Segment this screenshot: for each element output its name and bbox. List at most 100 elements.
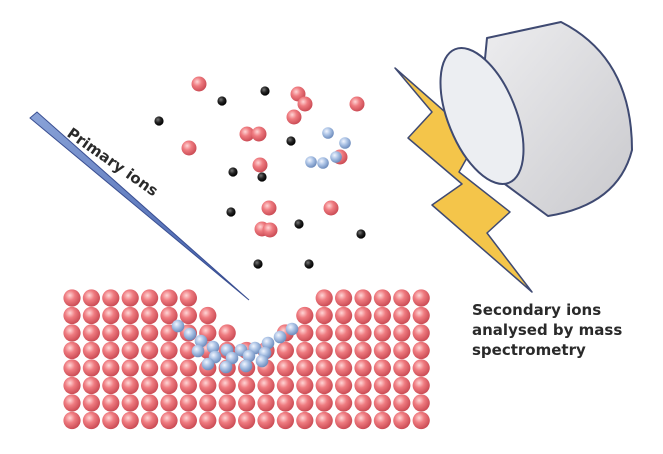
sputtered-neutral-particle — [228, 167, 238, 177]
substrate-atom — [354, 341, 372, 360]
substrate-atom — [335, 341, 353, 360]
substrate-atom — [63, 359, 81, 377]
substrate-atom — [121, 394, 139, 412]
substrate-atom — [393, 341, 411, 360]
substrate-atom — [141, 376, 159, 395]
substrate-atom — [82, 359, 100, 377]
substrate-atom — [199, 394, 217, 412]
substrate-atom — [141, 324, 159, 342]
substrate-atom — [102, 376, 120, 395]
substrate-atom — [315, 324, 333, 342]
implanted-atom — [219, 360, 233, 374]
substrate-atom — [63, 411, 81, 430]
implanted-atoms — [171, 319, 299, 374]
implanted-atom — [285, 322, 299, 336]
substrate-atom — [141, 411, 159, 430]
substrate-atom — [412, 411, 430, 430]
sputtered-neutral-particle — [226, 207, 236, 217]
substrate-atom — [412, 376, 430, 395]
substrate-atom — [141, 359, 159, 377]
substrate-atom — [335, 394, 353, 412]
substrate-atom — [82, 394, 100, 412]
substrate-atom — [393, 306, 411, 325]
substrate-atom — [354, 359, 372, 377]
substrate-atom — [296, 324, 314, 342]
sputtered-substrate-ion — [323, 200, 339, 216]
sputtered-substrate-ion — [181, 140, 197, 156]
substrate-atom — [63, 376, 81, 395]
sputtered-implant-ion — [339, 137, 351, 149]
substrate-atom — [393, 324, 411, 342]
mass-spectrometer — [439, 21, 633, 217]
substrate-atom — [63, 394, 81, 412]
substrate-atom — [276, 359, 294, 377]
implanted-atom — [171, 319, 185, 333]
substrate-atom — [179, 306, 197, 325]
substrate-atom — [315, 376, 333, 395]
sputtered-neutral-particle — [257, 172, 267, 182]
sputtered-neutral-particle — [304, 259, 314, 269]
sputtered-implant-ion — [322, 127, 334, 139]
substrate-atom — [102, 324, 120, 342]
implanted-atom — [242, 349, 256, 363]
substrate-atom — [335, 376, 353, 395]
substrate-atom — [160, 411, 178, 430]
substrate-atom — [218, 411, 236, 430]
substrate-atom — [373, 411, 391, 430]
substrate-atom — [373, 359, 391, 377]
sputtered-implant-ion — [330, 151, 342, 163]
substrate-atom — [160, 289, 178, 307]
secondary-label-line-3: spectrometry — [472, 341, 586, 359]
substrate-atom — [102, 341, 120, 360]
substrate-atom — [238, 411, 256, 430]
substrate-atom — [199, 306, 217, 325]
substrate-atom — [315, 394, 333, 412]
substrate-atom — [393, 359, 411, 377]
sputtered-substrate-ion — [262, 222, 278, 238]
implanted-atom — [225, 351, 239, 365]
substrate-atom — [121, 341, 139, 360]
substrate-atom — [199, 376, 217, 395]
substrate-atom — [276, 394, 294, 412]
implanted-atom — [194, 334, 208, 348]
substrate-atom — [141, 341, 159, 360]
substrate-atom — [218, 324, 236, 342]
substrate-atom — [373, 376, 391, 395]
substrate-atom — [121, 359, 139, 377]
sputtered-substrate-ion — [239, 126, 255, 142]
substrate-atom — [393, 289, 411, 307]
substrate-atom — [335, 359, 353, 377]
substrate-atom — [296, 306, 314, 325]
substrate-atom — [238, 394, 256, 412]
substrate-atom — [296, 376, 314, 395]
sputtered-neutral-particle — [253, 259, 263, 269]
substrate-atom — [354, 394, 372, 412]
substrate-atom — [121, 306, 139, 325]
substrate-atom — [373, 341, 391, 360]
implanted-atom — [273, 330, 287, 344]
secondary-ions-label: Secondary ions analysed by mass spectrom… — [472, 300, 662, 360]
substrate-atom — [373, 394, 391, 412]
sputtered-neutral-particle — [294, 219, 304, 229]
substrate-atom — [82, 306, 100, 325]
substrate-atom — [335, 289, 353, 307]
sputtered-implant-ion — [305, 156, 317, 168]
secondary-label-line-2: analysed by mass — [472, 321, 623, 339]
substrate-atom — [179, 341, 197, 360]
substrate-atom — [82, 376, 100, 395]
substrate-atom — [121, 324, 139, 342]
substrate-atom — [393, 394, 411, 412]
substrate-atom — [179, 376, 197, 395]
implanted-atom — [191, 344, 205, 358]
sputtered-substrate-ion — [297, 96, 313, 112]
substrate-atom — [335, 306, 353, 325]
sputtered-substrate-ion — [286, 109, 302, 125]
substrate-atom — [63, 289, 81, 307]
secondary-ion-bolt — [394, 67, 533, 293]
substrate-atom — [296, 341, 314, 360]
implanted-atom — [239, 359, 253, 373]
sputtered-implant-ion — [317, 157, 329, 169]
substrate-atom — [354, 306, 372, 325]
sputtered-substrate-ion — [349, 96, 365, 112]
